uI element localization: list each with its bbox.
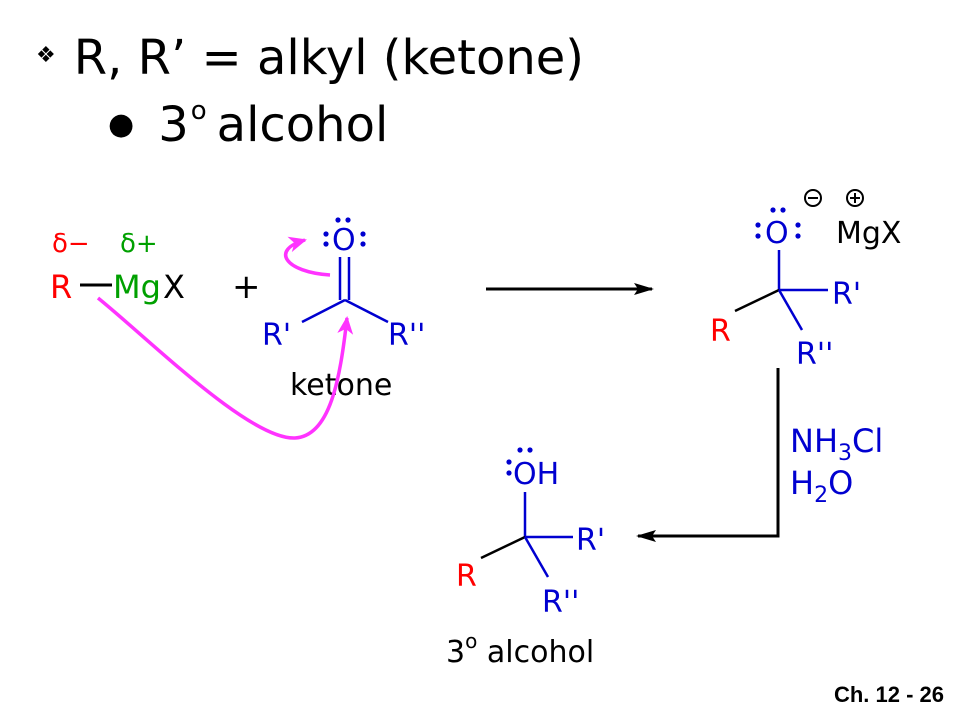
- alcohol-caption: 3o alcohol: [446, 629, 594, 670]
- positive-charge-icon: [846, 189, 864, 207]
- alcohol-r-prime: R': [576, 523, 605, 558]
- alcohol-r: R: [456, 559, 477, 594]
- alkoxide-r-double-prime: R'': [796, 337, 833, 372]
- grignard-x: X: [163, 268, 185, 306]
- bullet-2-number: 3: [158, 97, 189, 153]
- alkoxide-r: R: [710, 314, 731, 349]
- lone-pair-dot: [506, 459, 512, 465]
- grignard-mg: Mg: [113, 268, 161, 306]
- plus-sign: +: [232, 267, 261, 307]
- bullet-2-text: alcohol: [216, 97, 389, 153]
- negative-charge-icon: [804, 189, 822, 207]
- lone-pair-dot: [755, 222, 761, 228]
- ketone-oxygen: O: [332, 223, 356, 258]
- dot-bullet-icon: ●: [108, 106, 135, 142]
- lone-pair-dot: [795, 222, 801, 228]
- alcohol-product: OH R R' R'' 3o alcohol: [446, 447, 605, 670]
- lone-pair-dot: [335, 217, 341, 223]
- pi-bond-shift-arrow: [283, 236, 331, 277]
- alkoxide-mgx: MgX: [836, 216, 901, 251]
- slide-number: Ch. 12 - 26: [833, 682, 944, 707]
- bullet-2-degree: o: [190, 96, 207, 126]
- grignard-reagent: δ− δ+ R Mg X: [50, 229, 185, 306]
- alcohol-oh: OH: [513, 457, 559, 492]
- ketone-r-prime: R': [262, 318, 291, 353]
- delta-plus-label: δ+: [120, 229, 158, 259]
- delta-minus-label: δ−: [52, 229, 90, 259]
- ketone-r-double-prime: R'': [388, 318, 425, 353]
- alkoxide-intermediate: O MgX R R' R'': [710, 189, 901, 372]
- alkoxide-r-prime: R': [832, 277, 861, 312]
- lone-pair-dot: [506, 470, 512, 476]
- reagent-line-2: H2O: [790, 464, 853, 508]
- c-r-double-prime-bond: [523, 536, 550, 578]
- bullet-line-2: ● 3o alcohol: [108, 96, 388, 153]
- lone-pair-dot: [755, 233, 761, 239]
- c-r-double-prime-bond: [777, 289, 804, 331]
- workup-reagents: NH3Cl H2O: [790, 422, 883, 508]
- diamond-bullet-icon: ❖: [36, 42, 56, 68]
- lone-pair-dot: [770, 207, 776, 213]
- ketone-bond-right: [344, 298, 389, 324]
- workup-arrow: [636, 368, 780, 542]
- nucleophile-attack-arrow: [96, 296, 354, 440]
- lone-pair-dot: [517, 447, 523, 453]
- c-r-bond: [480, 535, 526, 560]
- ketone-bond-left: [301, 298, 346, 324]
- lone-pair-dot: [527, 447, 533, 453]
- lone-pair-dot: [360, 231, 366, 237]
- grignard-r: R: [50, 268, 72, 306]
- bullet-1-text: R, R’ = alkyl (ketone): [73, 30, 584, 86]
- alcohol-r-double-prime: R'': [542, 585, 579, 620]
- reagent-line-1: NH3Cl: [790, 422, 883, 466]
- lone-pair-dot: [780, 207, 786, 213]
- lone-pair-dot: [795, 233, 801, 239]
- c-r-bond: [734, 288, 780, 313]
- lone-pair-dot: [323, 241, 329, 247]
- bullet-line-1: ❖ R, R’ = alkyl (ketone): [36, 30, 584, 86]
- lone-pair-dot: [323, 231, 329, 237]
- ketone: O R' R'' ketone: [262, 217, 425, 403]
- ketone-caption: ketone: [290, 368, 392, 403]
- lone-pair-dot: [360, 241, 366, 247]
- lone-pair-dot: [345, 217, 351, 223]
- alkoxide-oxygen: O: [765, 216, 789, 251]
